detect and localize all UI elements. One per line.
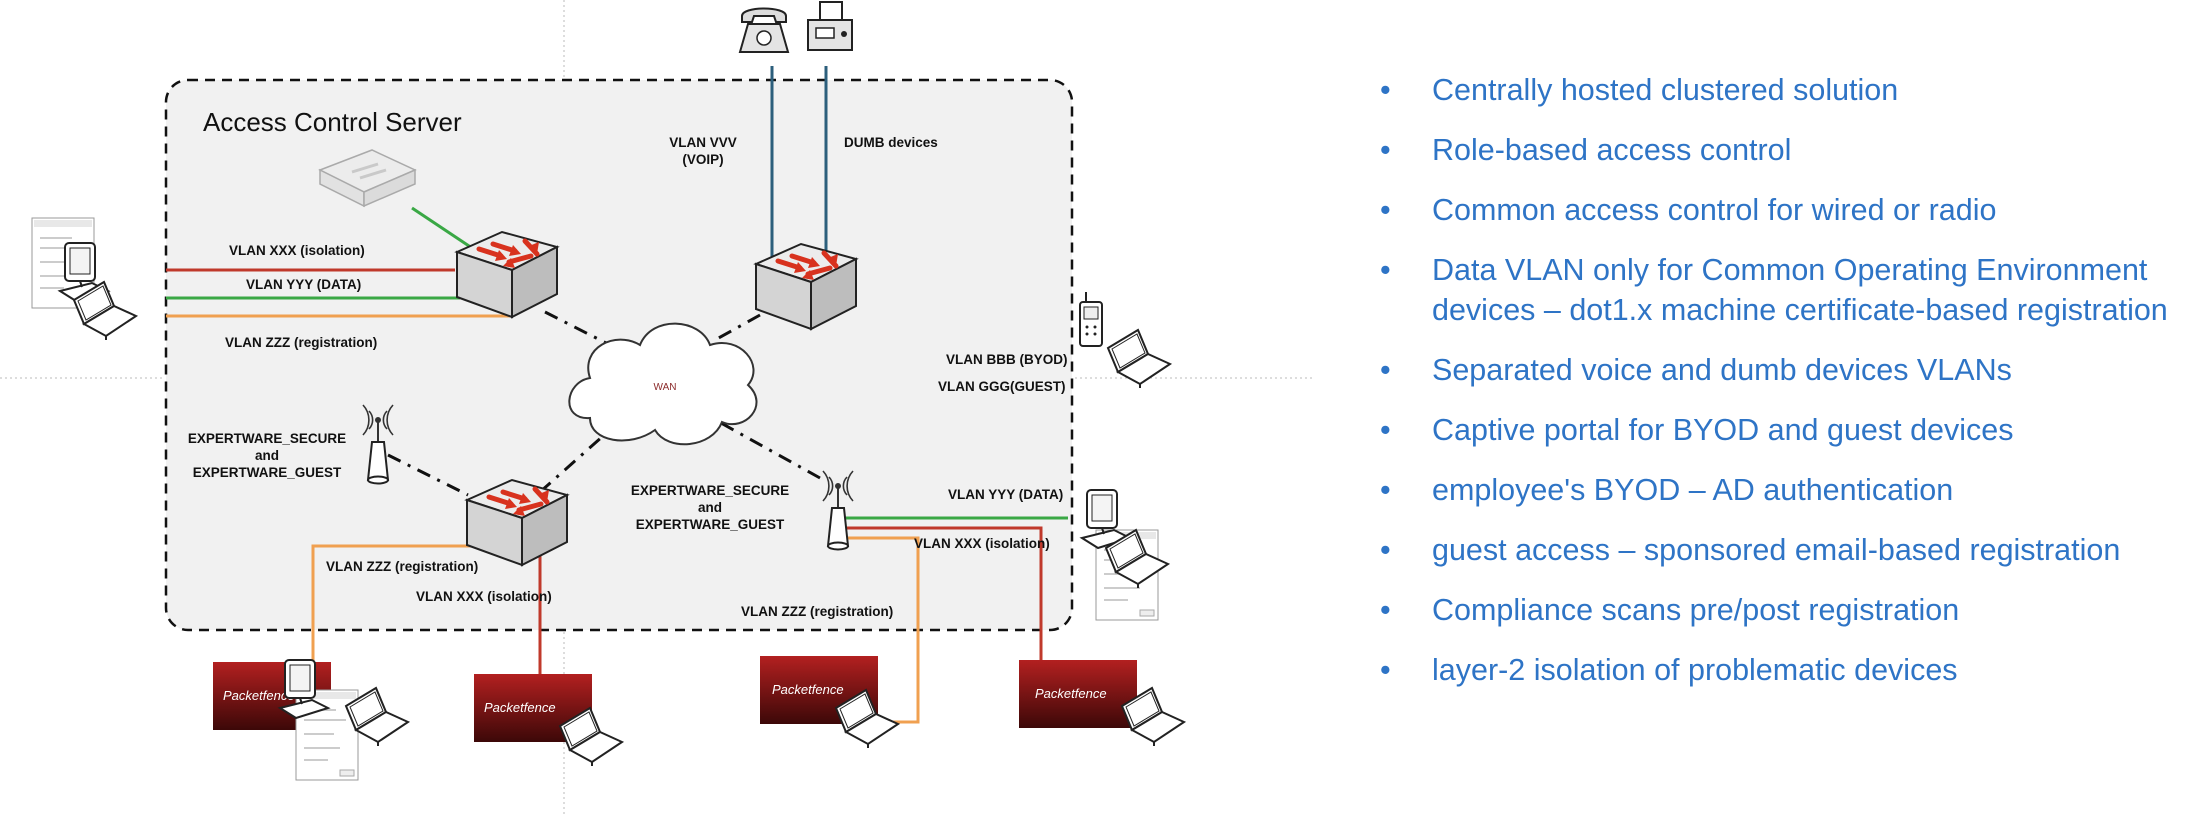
feature-item: • Compliance scans pre/post registration <box>1380 590 2180 630</box>
bullet-icon: • <box>1380 73 1391 107</box>
feature-text: Common access control for wired or radio <box>1432 193 1997 227</box>
vlan-zzz-link-bl <box>311 544 472 662</box>
label-vlan-yyy-tl: VLAN YYY (DATA) <box>246 277 361 292</box>
label-ssid-left-3: EXPERTWARE_GUEST <box>193 465 342 480</box>
laptop-right-byod <box>1107 329 1171 389</box>
label-ssid-left-2: and <box>255 448 279 463</box>
wan-label: WAN <box>654 382 677 393</box>
feature-item: • Data VLAN only for Common Operating Env… <box>1380 250 2180 330</box>
vlan-zzz-link-bm <box>845 536 920 724</box>
packetfence-banner-1-text: Packetfence <box>223 688 295 703</box>
label-voip: (VOIP) <box>682 152 723 167</box>
ap-link-left <box>387 453 469 497</box>
bullet-icon: • <box>1380 593 1391 627</box>
label-dumb-devices: DUMB devices <box>844 135 938 150</box>
label-vlan-xxx-r: VLAN XXX (isolation) <box>914 536 1050 551</box>
feature-item: • employee's BYOD – AD authentication <box>1380 470 2180 510</box>
label-vlan-yyy-r: VLAN YYY (DATA) <box>948 487 1063 502</box>
server-appliance <box>318 149 417 208</box>
feature-text: layer-2 isolation of problematic devices <box>1432 653 1958 687</box>
bullet-icon: • <box>1380 253 1391 287</box>
packetfence-banner-4: Packetfence <box>1019 660 1137 728</box>
bullet-icon: • <box>1380 193 1391 227</box>
feature-text: Data VLAN only for Common Operating Envi… <box>1432 253 2168 327</box>
bullet-icon: • <box>1380 413 1391 447</box>
feature-text: Captive portal for BYOD and guest device… <box>1432 413 2014 447</box>
feature-list: • Centrally hosted clustered solution • Ro… <box>1380 70 2180 710</box>
bullet-icon: • <box>1380 653 1391 687</box>
feature-text: Role-based access control <box>1432 133 1792 167</box>
feature-item: • Centrally hosted clustered solution <box>1380 70 2180 110</box>
packetfence-banner-3-text: Packetfence <box>772 682 844 697</box>
label-vlan-bbb: VLAN BBB (BYOD) <box>946 352 1068 367</box>
feature-text: Centrally hosted clustered solution <box>1432 73 1899 107</box>
feature-item: • layer-2 isolation of problematic device… <box>1380 650 2180 690</box>
wan-link-tl <box>544 310 611 347</box>
label-vlan-vvv: VLAN VVV <box>669 135 737 150</box>
feature-item: • Separated voice and dumb devices VLANs <box>1380 350 2180 390</box>
label-vlan-zzz-bl: VLAN ZZZ (registration) <box>326 559 478 574</box>
label-ssid-left-1: EXPERTWARE_SECURE <box>188 431 346 446</box>
feature-item: • Captive portal for BYOD and guest devic… <box>1380 410 2180 450</box>
label-vlan-zzz-tl: VLAN ZZZ (registration) <box>225 335 377 350</box>
label-vlan-xxx-tl: VLAN XXX (isolation) <box>229 243 365 258</box>
feature-text: employee's BYOD – AD authentication <box>1432 473 1954 507</box>
feature-text: guest access – sponsored email-based reg… <box>1432 533 2121 567</box>
label-vlan-xxx-bl: VLAN XXX (isolation) <box>416 589 552 604</box>
server-title: Access Control Server <box>203 107 462 137</box>
packetfence-banner-2-text: Packetfence <box>484 700 556 715</box>
feature-text: Compliance scans pre/post registration <box>1432 593 1960 627</box>
mobile-phone-icon <box>1079 292 1103 347</box>
label-vlan-ggg: VLAN GGG(GUEST) <box>938 379 1066 394</box>
fax-icon <box>807 1 853 51</box>
feature-item: • Role-based access control <box>1380 130 2180 170</box>
network-diagram: Access Control Server WAN <box>0 0 1315 814</box>
wan-link-br <box>711 416 821 480</box>
label-ssid-right-3: EXPERTWARE_GUEST <box>636 517 785 532</box>
label-vlan-zzz-bm: VLAN ZZZ (registration) <box>741 604 893 619</box>
packetfence-banner-4-text: Packetfence <box>1035 686 1107 701</box>
server-link <box>411 206 473 250</box>
bullet-icon: • <box>1380 473 1391 507</box>
bullet-icon: • <box>1380 353 1391 387</box>
wan-link-tr <box>714 313 761 342</box>
wan-cloud <box>568 322 758 446</box>
telephone-icon <box>738 7 790 53</box>
feature-item: • guest access – sponsored email-based re… <box>1380 530 2180 570</box>
vlan-xxx-link-r <box>842 526 1043 660</box>
bullet-icon: • <box>1380 133 1391 167</box>
feature-text: Separated voice and dumb devices VLANs <box>1432 353 2012 387</box>
label-ssid-right-2: and <box>698 500 722 515</box>
feature-item: • Common access control for wired or radi… <box>1380 190 2180 230</box>
bullet-icon: • <box>1380 533 1391 567</box>
label-ssid-right-1: EXPERTWARE_SECURE <box>631 483 789 498</box>
